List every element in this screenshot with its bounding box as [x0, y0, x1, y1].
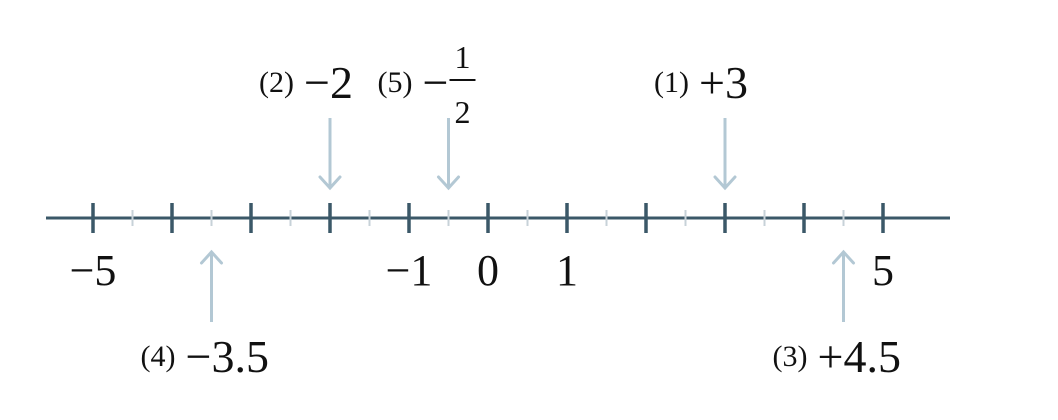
- arrow-head: [200, 249, 223, 265]
- point-index-label: (4): [141, 340, 176, 373]
- point-arrow: [318, 118, 342, 191]
- tick-label: −1: [386, 246, 433, 295]
- point-arrow: [200, 249, 223, 322]
- point-arrow: [437, 118, 460, 191]
- point-arrow: [832, 249, 855, 322]
- tick-label: 5: [872, 246, 894, 295]
- fraction-numerator: 1: [455, 39, 471, 75]
- point-index-label: (1): [654, 66, 689, 99]
- fraction-denominator: 2: [455, 94, 471, 130]
- arrow-head: [713, 175, 737, 191]
- arrow-head: [437, 175, 460, 191]
- tick-label: −5: [70, 246, 117, 295]
- arrow-head: [832, 249, 855, 265]
- tick-label: 0: [477, 246, 499, 295]
- point-value-label: +4.5: [818, 331, 901, 382]
- arrow-head: [318, 175, 342, 191]
- point-arrow: [713, 118, 737, 191]
- point-index-label: (3): [773, 340, 808, 373]
- point-value-label: +3: [699, 57, 748, 108]
- point-value-label: −: [423, 57, 449, 108]
- point-value-label: −3.5: [186, 331, 269, 382]
- point-value-label: −2: [304, 57, 353, 108]
- tick-label: 1: [556, 246, 578, 295]
- point-index-label: (2): [259, 66, 294, 99]
- point-index-label: (5): [378, 66, 413, 99]
